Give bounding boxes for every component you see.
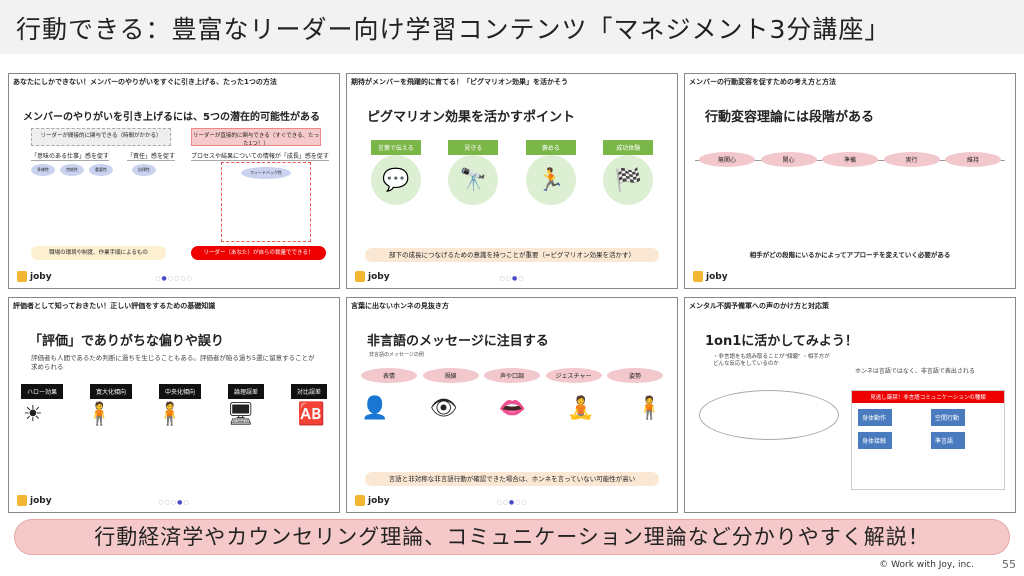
stage-label: 無関心 (699, 152, 755, 167)
banner-right: リーダー（あなた）が自らの裁量でできる！ (191, 246, 326, 260)
card-title: ピグマリオン効果を活かすポイント (367, 110, 576, 125)
page-title: 行動できる：豊富なリーダー向け学習コンテンツ「マネジメント3分講座」 (16, 15, 891, 44)
card-header: 言葉に出ないホンネの見抜き方 (351, 302, 449, 310)
content-card-behavior-change[interactable]: メンバーの行動変容を促すための考え方と方法 行動変容理論には段階がある 無関心 … (684, 73, 1016, 289)
hurdle-icon: 🏁 (603, 155, 654, 205)
point-label: 見守る (448, 140, 499, 155)
table-title: 見逃し厳禁！非言語コミュニケーションの種類 (852, 391, 1004, 403)
point-label: 褒める (525, 140, 576, 155)
content-card-motivation[interactable]: あなたにしかできない！メンバーのやりがいをすぐに引き上げる、たった1つの方法 メ… (8, 73, 340, 289)
illustrations: 👤👁👄🧘🧍 (361, 396, 663, 421)
card-header: 期待がメンバーを飛躍的に育てる！「ピグマリオン効果」を活かそう (351, 78, 568, 86)
pagination-dots[interactable]: ○●○○○○ (155, 275, 193, 282)
indirect-box: リーダーが間接的に関与できる（時間がかかる） (31, 128, 171, 146)
binoculars-icon: 🔭 (448, 155, 499, 205)
oval-label: 完結性 (60, 164, 84, 176)
card-title: 行動変容理論には段階がある (705, 110, 875, 125)
joby-logo: joby (17, 271, 52, 282)
speech-bubble-icon: 💬 (370, 155, 421, 205)
content-card-nonverbal[interactable]: 言葉に出ないホンネの見抜き方 非言語のメッセージに注目する 非言語のメッセージの… (346, 297, 678, 513)
joby-logo: joby (17, 495, 52, 506)
oval-label: 自律性 (132, 164, 156, 176)
item-label: 表情 (361, 368, 417, 383)
stage-label: 維持 (945, 152, 1001, 167)
joby-logo: joby (355, 271, 390, 282)
error-label: 寛大化傾向 (89, 384, 132, 399)
runner-icon: 🏃 (525, 155, 576, 205)
oval-label: フィードバック性 (241, 167, 291, 179)
key-message: 言語と非対称な非言語行動が確認できた場合は、ホンネを言っていない可能性が高い (365, 472, 659, 486)
point-label: 成功体験 (603, 140, 654, 155)
point-label: 言葉で伝える (370, 140, 421, 155)
stage-label: 準備 (822, 152, 878, 167)
direct-box: リーダーが直接的に関与できる（すぐできる、たった1つ！） (191, 128, 321, 147)
honne-text: ホンネは言語ではなく、非言語で表出される (855, 368, 975, 375)
card-header: あなたにしかできない！メンバーのやりがいをすぐに引き上げる、たった1つの方法 (13, 78, 277, 86)
card-header: メンバーの行動変容を促すための考え方と方法 (689, 78, 836, 86)
key-message: 部下の成長につなげるための意識を持つことが重要（=ピグマリオン効果を活かす） (365, 248, 659, 262)
key-message: 相手がどの段階にいるかによってアプローチを変えていく必要がある (749, 251, 951, 259)
card-subtitle: 非言語のメッセージの例 (369, 352, 424, 358)
note-text: ・非言語をも読み取ることが"傾聴" ・相手方がどんな反応をしているのか (713, 354, 830, 368)
error-label: 中央化傾向 (158, 384, 201, 399)
copyright: © Work with Joy, inc. (879, 560, 974, 570)
pagination-dots[interactable]: ○○●○ (499, 275, 525, 282)
kind-label: 身体動作 (858, 409, 892, 426)
column-label: 「意味のある仕事」感を促す (31, 153, 110, 161)
content-card-pygmalion[interactable]: 期待がメンバーを飛躍的に育てる！「ピグマリオン効果」を活かそう ピグマリオン効果… (346, 73, 678, 289)
oval-label: 多様性 (31, 164, 55, 176)
column-label: プロセスや結果についての情報が「成長」感を促す (191, 153, 329, 161)
card-title: 非言語のメッセージに注目する (367, 334, 549, 349)
card-header: メンタル不調予備軍への声のかけ方と対応策 (689, 302, 829, 310)
kind-label: 身体接触 (858, 432, 892, 449)
stage-label: 実行 (883, 152, 940, 167)
page-number: 55 (1002, 558, 1016, 571)
kind-label: 準言語 (931, 432, 965, 449)
card-title: メンバーのやりがいを引き上げるには、5つの潜在的可能性がある (23, 112, 320, 123)
illustrations: ☀🧍🧍🖥🆎 (23, 402, 325, 427)
title-bar: 行動できる：豊富なリーダー向け学習コンテンツ「マネジメント3分講座」 (0, 0, 1024, 54)
card-subtitle: 評価者も人間であるため判断に過ちを生じることもある。評価者が陥る過ち5選に留意す… (31, 354, 315, 372)
card-title: 「評価」でありがちな偏りや誤り (29, 334, 224, 349)
error-label: 論理誤差 (227, 384, 264, 399)
error-label: ハロー効果 (21, 384, 64, 399)
item-label: ジェスチャー (545, 368, 602, 383)
item-label: 姿勢 (607, 368, 663, 383)
joby-logo: joby (355, 495, 390, 506)
joby-logo: joby (693, 271, 728, 282)
summary-banner: 行動経済学やカウンセリング理論、コミュニケーション理論など分かりやすく解説！ (14, 519, 1010, 555)
pagination-dots[interactable]: ○○○●○ (158, 499, 190, 506)
pagination-dots[interactable]: ○○●○○ (496, 499, 528, 506)
error-label: 対比誤差 (290, 384, 327, 399)
item-label: 声や口調 (484, 368, 540, 383)
banner-left: 職場の環境や制度、作業手順によるもの (31, 246, 166, 260)
content-card-mental-health[interactable]: メンタル不調予備軍への声のかけ方と対応策 1on1に活かしてみよう！ ・非言語を… (684, 297, 1016, 513)
column-label: 「責任」感を促す (127, 153, 176, 161)
item-label: 視線 (422, 368, 479, 383)
oval-label: 重要性 (89, 164, 113, 176)
stage-label: 関心 (760, 152, 817, 167)
content-card-evaluation[interactable]: 評価者として知っておきたい！正しい評価をするための基礎知識 「評価」でありがちな… (8, 297, 340, 513)
card-header: 評価者として知っておきたい！正しい評価をするための基礎知識 (13, 302, 216, 310)
card-title: 1on1に活かしてみよう！ (705, 334, 858, 349)
kind-label: 空間行動 (931, 409, 965, 426)
